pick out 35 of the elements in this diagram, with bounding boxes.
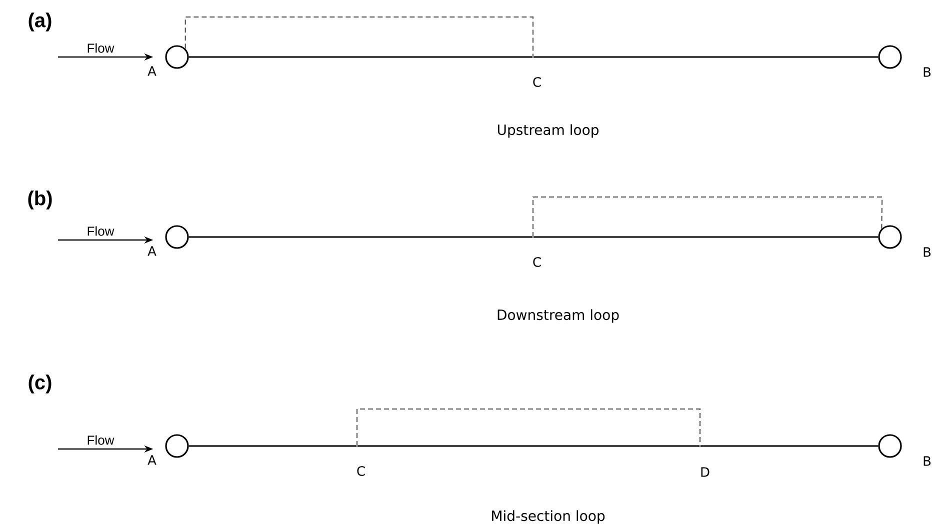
loop-line xyxy=(532,196,883,238)
pipe-node xyxy=(165,45,189,69)
edge-label: Flow xyxy=(86,434,116,446)
pipe-line xyxy=(701,445,878,447)
point-label: A xyxy=(148,246,156,256)
pipe-node xyxy=(878,45,902,69)
caption: Upstream loop xyxy=(498,124,599,138)
pipe-line xyxy=(188,56,532,58)
panel-label: (b) xyxy=(28,190,52,210)
caption: Mid-section loop xyxy=(492,510,605,524)
pipe-line xyxy=(188,236,532,238)
loop-line xyxy=(356,408,700,446)
point-label: B xyxy=(924,247,931,257)
point-label: B xyxy=(924,67,931,77)
point-label: D xyxy=(701,467,710,477)
pipe-node xyxy=(165,225,189,249)
loop-line xyxy=(184,16,534,58)
point-label: A xyxy=(148,66,156,76)
pipe-line xyxy=(358,445,699,447)
point-label: C xyxy=(533,257,541,267)
point-label: C xyxy=(533,77,541,87)
edge-label: Flow xyxy=(86,42,116,54)
panel-label: (a) xyxy=(28,12,52,32)
point-label: B xyxy=(924,456,931,466)
pipe-node xyxy=(165,434,189,458)
edge-label: Flow xyxy=(86,225,116,237)
pipe-node xyxy=(878,434,902,458)
pipe-line xyxy=(534,56,878,58)
point-label: A xyxy=(148,455,156,465)
point-label: C xyxy=(357,466,365,476)
panel-label: (c) xyxy=(28,374,52,394)
pipe-line xyxy=(534,236,878,238)
caption: Downstream loop xyxy=(498,309,619,323)
pipe-line xyxy=(188,445,356,447)
pipe-node xyxy=(878,225,902,249)
